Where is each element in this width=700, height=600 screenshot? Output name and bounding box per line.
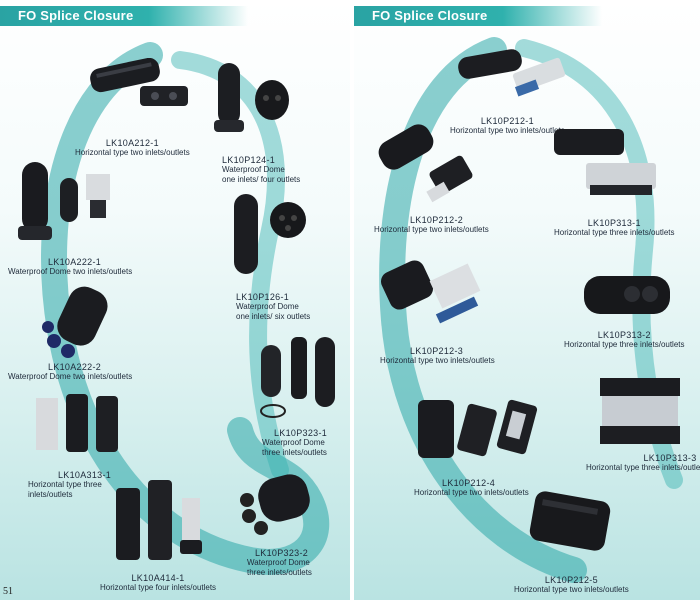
product-caption: LK10P313-2 Horizontal type three inlets/… xyxy=(564,330,685,350)
product-code: LK10P126-1 xyxy=(236,292,290,302)
product-desc: Horizontal type two inlets/outlets xyxy=(450,126,565,135)
lk10p212-1-product-image xyxy=(458,49,566,97)
lk10p212-3-product-image xyxy=(380,260,481,324)
lk10a222-1-product-image xyxy=(18,162,110,240)
left-section-header: FO Splice Closure xyxy=(0,6,248,26)
product-code: LK10A313-1 xyxy=(58,470,112,480)
product-desc-line2: three inlets/outlets xyxy=(247,568,312,577)
product-desc: Waterproof Dome xyxy=(236,302,299,311)
product-caption: LK10P313-3 Horizontal type three inlets/… xyxy=(586,453,700,473)
product-desc: Horizontal type three inlets/outlets xyxy=(554,228,675,237)
product-desc: Waterproof Dome xyxy=(222,165,285,174)
product-code: LK10P323-1 xyxy=(274,428,328,438)
product-code: LK10P212-3 xyxy=(410,346,464,356)
product-caption: LK10P212-4 Horizontal type two inlets/ou… xyxy=(414,478,529,498)
product-code: LK10A212-1 xyxy=(105,138,159,148)
product-desc: Horizontal type three inlets/outlets xyxy=(586,463,700,472)
page-number: 51 xyxy=(3,586,13,597)
lk10p313-1-product-image xyxy=(554,129,656,195)
product-desc: Horizontal type two inlets/outlets xyxy=(374,225,489,234)
lk10a222-2-product-image xyxy=(42,286,108,358)
product-code: LK10A222-1 xyxy=(48,257,102,267)
product-caption: LK10A222-1 Waterproof Dome two inlets/ou… xyxy=(8,257,132,277)
product-code: LK10P212-5 xyxy=(544,575,598,585)
product-code: LK10P212-4 xyxy=(442,478,496,488)
lk10p212-4-product-image xyxy=(418,399,538,458)
product-desc-line2: inlets/outlets xyxy=(28,490,73,499)
product-caption: LK10P212-3 Horizontal type two inlets/ou… xyxy=(380,346,495,366)
product-code: LK10P124-1 xyxy=(222,155,276,165)
product-desc: Horizontal type three inlets/outlets xyxy=(564,340,685,349)
product-desc-line2: three inlets/outlets xyxy=(262,448,327,457)
product-desc: Waterproof Dome xyxy=(262,438,325,447)
lk10p126-1-product-image xyxy=(234,194,306,274)
product-caption: LK10P126-1 Waterproof Dome one inlets/ s… xyxy=(236,292,310,322)
product-code: LK10P212-1 xyxy=(480,116,534,126)
product-caption: LK10A414-1 Horizontal type four inlets/o… xyxy=(100,573,216,593)
product-caption: LK10P212-5 Horizontal type two inlets/ou… xyxy=(514,575,629,595)
product-code: LK10P323-2 xyxy=(255,548,309,558)
product-code: LK10P212-2 xyxy=(410,215,464,225)
product-caption: LK10P212-1 Horizontal type two inlets/ou… xyxy=(450,116,565,136)
page-gutter xyxy=(350,0,354,600)
lk10p212-5-product-image xyxy=(529,491,611,551)
product-caption: LK10A222-2 Waterproof Dome two inlets/ou… xyxy=(8,362,132,382)
product-caption: LK10P323-1 Waterproof Dome three inlets/… xyxy=(262,428,327,458)
lk10p212-2-product-image xyxy=(378,124,473,203)
lk10a313-1-product-image xyxy=(36,394,118,452)
product-desc: Waterproof Dome two inlets/outlets xyxy=(8,267,133,276)
left-page: FO Splice Closure LK10A212-1 Horizontal … xyxy=(0,0,350,600)
product-caption: LK10P323-2 Waterproof Dome three inlets/… xyxy=(247,548,312,578)
lk10p323-1-product-image xyxy=(260,337,335,418)
product-desc: Waterproof Dome xyxy=(247,558,310,567)
product-caption: LK10A313-1 Horizontal type three inlets/… xyxy=(28,470,111,500)
product-desc: Horizontal type three xyxy=(28,480,102,489)
right-section-header: FO Splice Closure xyxy=(354,6,602,26)
product-desc: Horizontal type two inlets/outlets xyxy=(414,488,529,497)
product-caption: LK10P313-1 Horizontal type three inlets/… xyxy=(554,218,675,238)
product-desc: Horizontal type two inlets/outlets xyxy=(380,356,495,365)
lk10p323-2-product-image xyxy=(240,474,310,535)
product-code: LK10P313-1 xyxy=(587,218,641,228)
product-code: LK10A414-1 xyxy=(131,573,185,583)
lk10p124-1-product-image xyxy=(214,63,289,132)
product-desc: Horizontal type two inlets/outlets xyxy=(514,585,629,594)
product-desc: Horizontal type two inlets/outlets xyxy=(75,148,190,157)
product-desc: Waterproof Dome two inlets/outlets xyxy=(8,372,133,381)
product-caption: LK10A212-1 Horizontal type two inlets/ou… xyxy=(75,138,190,158)
lk10p313-2-product-image xyxy=(584,276,670,314)
right-page: FO Splice Closure LK10P212-1 Horizontal … xyxy=(354,0,700,600)
product-desc: Horizontal type four inlets/outlets xyxy=(100,583,217,592)
product-caption: LK10P124-1 Waterproof Dome one inlets/ f… xyxy=(222,155,300,185)
product-caption: LK10P212-2 Horizontal type two inlets/ou… xyxy=(374,215,489,235)
product-code: LK10A222-2 xyxy=(48,362,102,372)
product-desc-line2: one inlets/ six outlets xyxy=(236,312,311,321)
product-code: LK10P313-3 xyxy=(643,453,697,463)
lk10p313-3-product-image xyxy=(600,378,680,444)
lk10a212-1-product-image xyxy=(90,58,188,106)
lk10a414-1-product-image xyxy=(116,480,202,560)
product-desc-line2: one inlets/ four outlets xyxy=(222,175,301,184)
product-code: LK10P313-2 xyxy=(597,330,651,340)
